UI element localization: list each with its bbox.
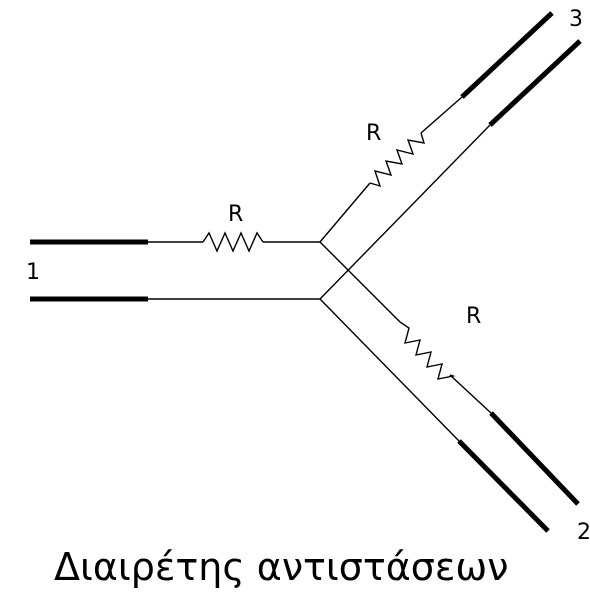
port3-lower-terminal: [488, 39, 582, 127]
port3-label: 3: [569, 7, 583, 32]
port3-upper-terminal: [460, 11, 554, 99]
diagram-caption: Διαιρέτης αντιστάσεων: [54, 545, 509, 589]
upper-branch-wire-2: [420, 96, 463, 134]
lower-branch-wire-2: [449, 374, 492, 414]
port2-upper-terminal: [489, 411, 580, 506]
port2-lower-terminal: [457, 439, 550, 533]
input-resistor: [202, 231, 264, 253]
lower-return-wire: [319, 298, 460, 442]
port1-label: 1: [26, 260, 40, 285]
lower-branch-wire-1: [319, 241, 401, 323]
input-resistor-label: R: [228, 202, 244, 227]
lower-resistor-label: R: [466, 304, 482, 329]
upper-resistor-label: R: [366, 121, 382, 146]
upper-resistor: [369, 132, 426, 188]
upper-branch-wire-1: [319, 182, 371, 243]
port2-label: 2: [577, 520, 590, 545]
lower-resistor: [399, 321, 456, 380]
